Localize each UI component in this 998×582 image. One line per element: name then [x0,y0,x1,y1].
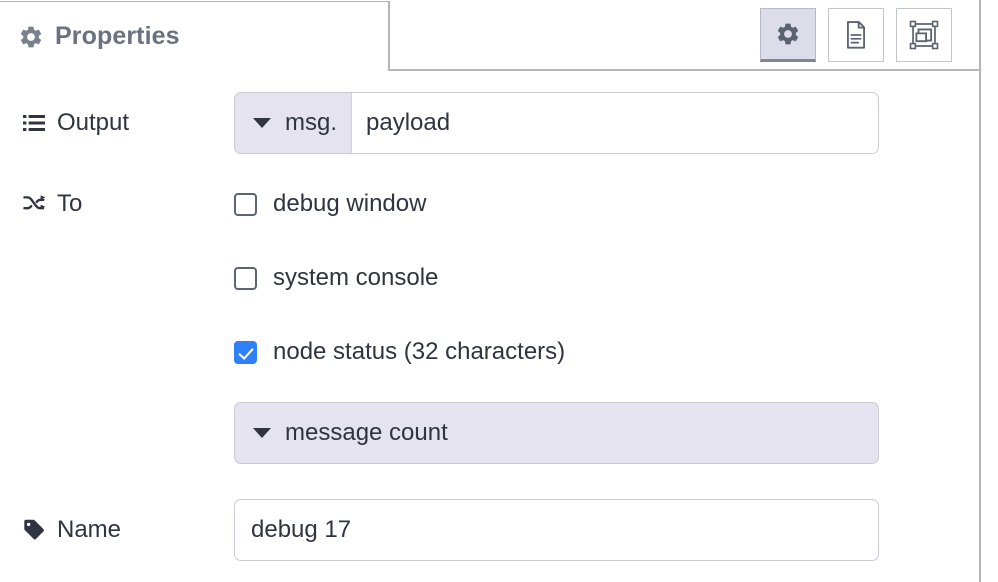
checkbox-system-console-label: system console [273,264,439,291]
to-label-text: To [57,190,83,217]
appearance-icon [908,20,940,50]
checkbox-debug-window[interactable]: debug window [234,184,879,224]
list-icon [22,111,46,135]
document-icon [842,20,870,50]
tab-properties-content: Properties [0,22,180,51]
checkbox-debug-window-label: debug window [273,190,427,217]
chevron-down-icon [253,428,271,438]
checkbox-checked-icon[interactable] [234,340,257,364]
tab-properties-label: Properties [55,22,180,50]
row-to: To debug window system console node stat… [0,184,980,464]
tabbar-underline [389,69,980,71]
row-name: Name debug 17 [0,499,980,561]
panel-header-buttons [760,8,952,62]
tag-icon [22,518,46,542]
checkbox-icon[interactable] [234,192,257,216]
appearance-button[interactable] [896,8,952,62]
output-prefix-label: msg. [285,109,338,136]
checkbox-system-console[interactable]: system console [234,258,879,298]
checkbox-node-status-label: node status (32 characters) [273,338,566,365]
status-type-select[interactable]: message count [234,402,879,464]
panel-right-border [979,0,981,582]
output-prefix-select[interactable]: msg. [235,93,353,153]
canvas-dot-grid [983,0,998,582]
name-label-text: Name [57,516,122,543]
panel-tabbar: Properties [0,0,980,72]
output-property-input[interactable]: payload [352,93,878,153]
properties-button[interactable] [760,8,816,62]
checkbox-node-status[interactable]: node status (32 characters) [234,332,879,372]
gear-icon [775,21,801,47]
shuffle-icon [22,192,46,216]
name-label: Name [0,499,234,561]
output-msg-combo: msg. payload [234,92,879,154]
status-type-select-value: message count [285,419,448,446]
to-label: To [0,184,234,224]
output-label-text: Output [57,109,130,136]
name-input[interactable]: debug 17 [234,499,879,561]
gear-icon [18,24,44,50]
chevron-down-icon [253,118,271,128]
to-options: debug window system console node status … [234,184,879,464]
checkbox-icon[interactable] [234,266,257,290]
description-button[interactable] [828,8,884,62]
tab-properties[interactable]: Properties [0,2,390,71]
output-label: Output [0,92,234,154]
row-output: Output msg. payload [0,92,980,154]
